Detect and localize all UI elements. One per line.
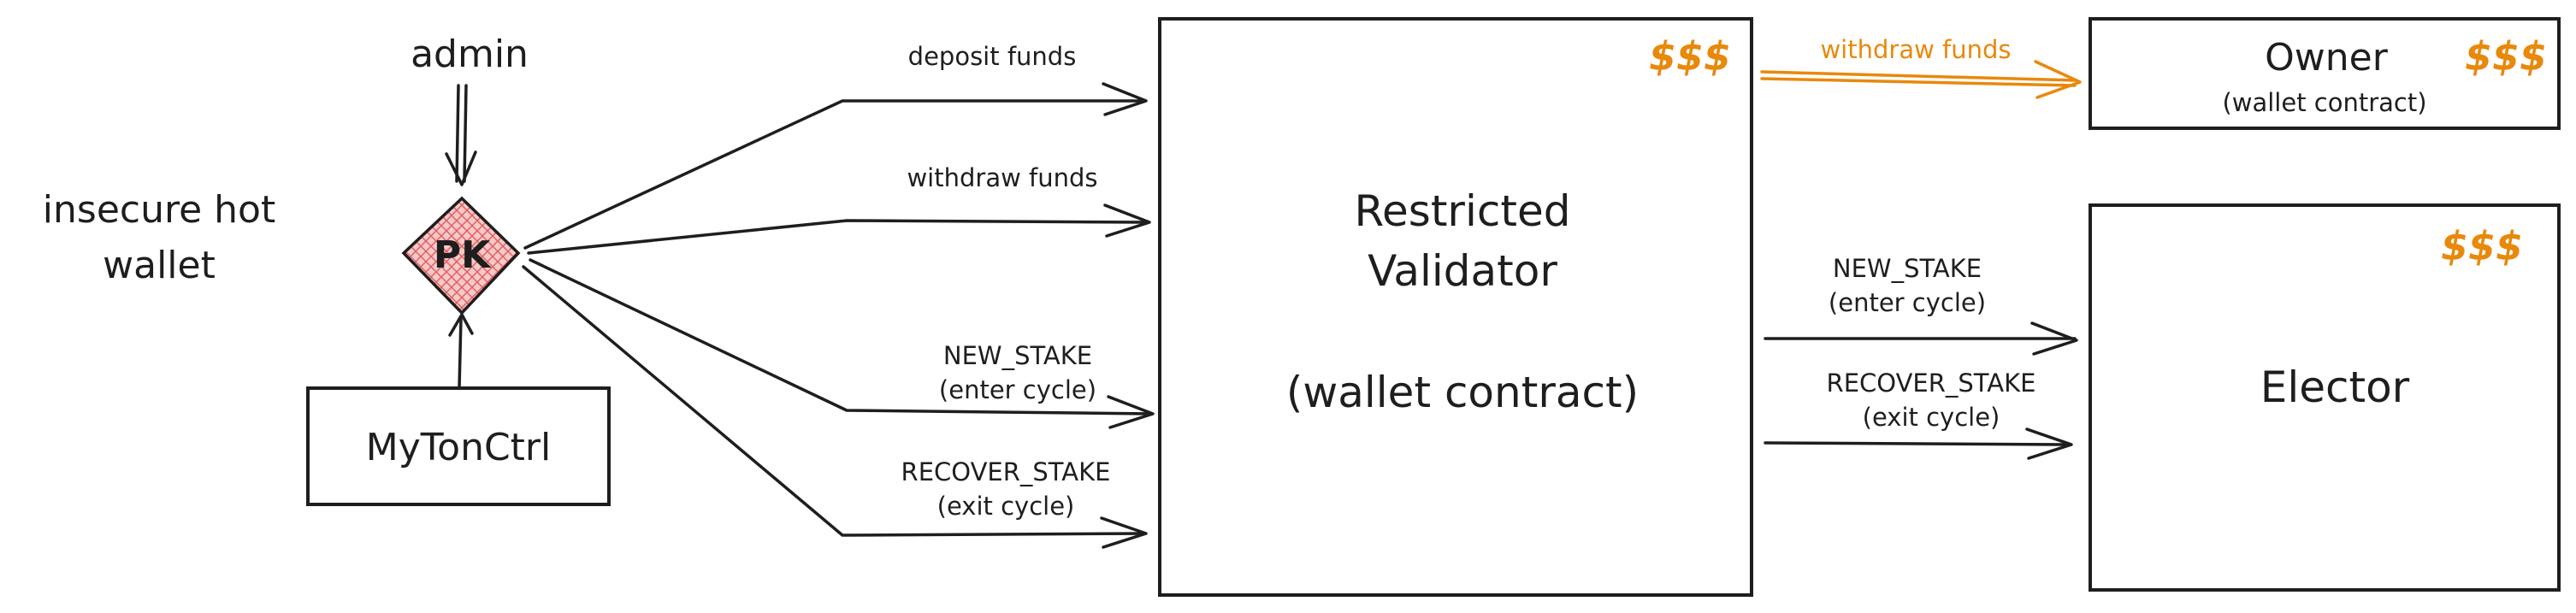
recover-stake-left-edge xyxy=(522,265,1148,549)
elector-node: $$$ Elector xyxy=(2089,203,2561,592)
recover-stake-left-label-line2: (exit cycle) xyxy=(937,492,1075,521)
admin-to-pk-arrow xyxy=(445,84,477,186)
new-stake-left-label-line2: (enter cycle) xyxy=(939,375,1096,404)
restricted-validator-node: $$$ Restricted Validator (wallet contrac… xyxy=(1158,17,1753,597)
withdraw-funds-left-edge xyxy=(527,203,1151,255)
deposit-funds-label: deposit funds xyxy=(908,42,1077,71)
insecure-hot-wallet-label-line1: insecure hot xyxy=(43,188,275,232)
mytonctrl-node: MyTonCtrl xyxy=(306,386,611,506)
withdraw-funds-owner-edge xyxy=(1760,60,2082,99)
validator-label-line1: Restricted xyxy=(1355,186,1571,236)
validator-money: $$$ xyxy=(1649,33,1731,80)
admin-label: admin xyxy=(411,32,529,76)
validator-label-line2: Validator xyxy=(1368,246,1557,296)
mytonctrl-to-pk-arrow xyxy=(448,313,474,390)
owner-money: $$$ xyxy=(2465,33,2547,80)
new-stake-right-label-line1: NEW_STAKE xyxy=(1833,254,1982,283)
owner-title: Owner xyxy=(2265,36,2389,80)
owner-node: Owner (wallet contract) $$$ xyxy=(2089,17,2561,130)
new-stake-right-edge xyxy=(1764,321,2078,356)
new-stake-left-edge xyxy=(529,258,1155,429)
owner-subtitle: (wallet contract) xyxy=(2222,88,2426,117)
elector-label: Elector xyxy=(2260,362,2410,412)
recover-stake-right-label-line2: (exit cycle) xyxy=(1863,403,2000,432)
withdraw-funds-owner-label: withdraw funds xyxy=(1820,35,2011,64)
pk-label: PK xyxy=(434,233,492,277)
recover-stake-left-label-line1: RECOVER_STAKE xyxy=(901,457,1111,486)
elector-money: $$$ xyxy=(2441,223,2523,269)
deposit-funds-edge xyxy=(523,82,1148,250)
validator-label-line3: (wallet contract) xyxy=(1286,368,1639,417)
insecure-hot-wallet-label-line2: wallet xyxy=(103,244,216,287)
mytonctrl-label: MyTonCtrl xyxy=(366,426,552,469)
new-stake-right-label-line2: (enter cycle) xyxy=(1829,288,1986,317)
pk-private-key-node: PK xyxy=(401,196,521,315)
recover-stake-right-label-line1: RECOVER_STAKE xyxy=(1827,368,2036,398)
new-stake-left-label-line1: NEW_STAKE xyxy=(943,341,1092,370)
withdraw-funds-left-label: withdraw funds xyxy=(907,163,1097,192)
recover-stake-right-edge xyxy=(1764,427,2073,460)
